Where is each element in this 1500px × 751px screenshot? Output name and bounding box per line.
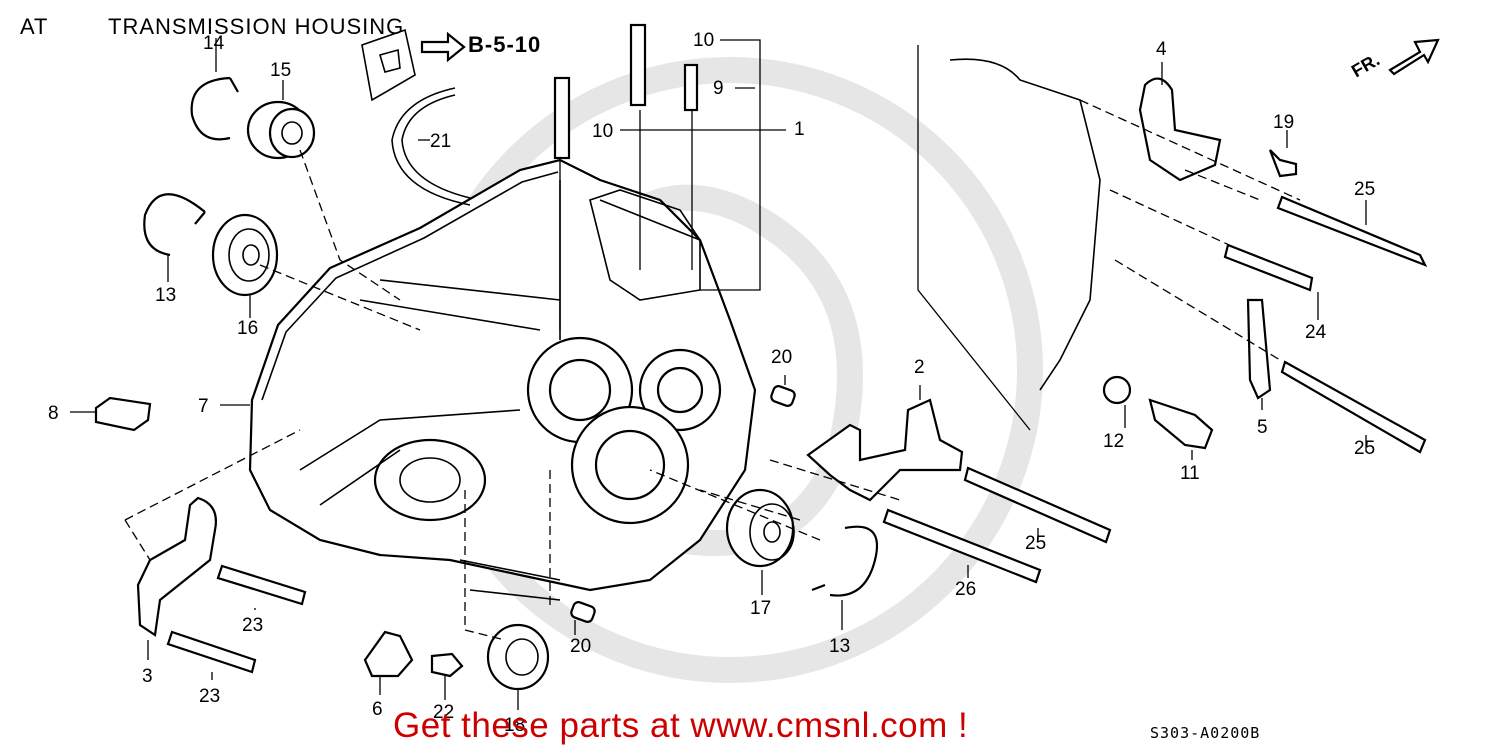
callout-13-right: 13 [829, 636, 851, 657]
oil-seal-part-18 [486, 623, 550, 691]
callout-9: 9 [713, 78, 724, 99]
callout-26: 26 [955, 579, 977, 600]
leader-lines [70, 38, 1367, 710]
callout-10-upper: 10 [693, 30, 715, 51]
page-title: TRANSMISSION HOUSING [108, 14, 405, 39]
callout-25-lower-right: 25 [1354, 438, 1376, 459]
transmission-housing-part-7 [248, 158, 757, 601]
bolt-part-23-lower [166, 630, 257, 674]
callout-12: 12 [1103, 431, 1125, 452]
cross-reference-label: B-5-10 [468, 32, 542, 57]
callout-16: 16 [237, 318, 259, 339]
callout-21: 21 [430, 131, 452, 152]
callout-17: 17 [750, 598, 772, 619]
callout-25-upper: 25 [1354, 179, 1376, 200]
callout-15: 15 [270, 60, 292, 81]
promo-link[interactable]: Get these parts at www.cmsnl.com ! [393, 706, 969, 745]
callout-20-lower: 20 [570, 636, 592, 657]
diagram-code: S303-A0200B [1150, 724, 1261, 742]
front-direction-arrow-icon [1388, 38, 1440, 76]
reference-arrow-icon [420, 31, 466, 63]
bearing-part-17 [725, 488, 795, 568]
clip-icon [361, 28, 416, 102]
bolt-part-23-upper [216, 564, 307, 606]
bracket-part-6 [363, 630, 414, 678]
bearing-part-15 [246, 100, 316, 160]
callout-14: 14 [203, 33, 225, 54]
flange-bolts-part-24-25-26 [882, 195, 1428, 584]
callout-23-upper: 23 [242, 615, 264, 636]
section-code: AT [20, 14, 49, 39]
bracket-part-3 [136, 496, 217, 637]
callout-23-lower: 23 [199, 686, 221, 707]
inset-view [917, 45, 1298, 450]
snap-ring-part-13-right [811, 525, 879, 597]
callout-6: 6 [372, 699, 383, 720]
callout-7: 7 [198, 396, 209, 417]
magnet-part-8 [94, 396, 152, 432]
bearing-part-16 [211, 213, 279, 297]
callout-18: 18 [504, 715, 526, 736]
callout-10-lower: 10 [592, 121, 614, 142]
callout-25-lower: 25 [1025, 533, 1047, 554]
callout-13-left: 13 [155, 285, 177, 306]
bolt-part-22 [430, 652, 464, 678]
callout-22: 22 [433, 702, 455, 723]
breather-tube-part-21 [391, 87, 471, 206]
callout-24: 24 [1305, 322, 1327, 343]
callout-2: 2 [914, 357, 925, 378]
callout-4: 4 [1156, 39, 1167, 60]
callout-11: 11 [1180, 463, 1200, 484]
callout-8: 8 [48, 403, 59, 424]
callout-1: 1 [794, 119, 805, 140]
bracket-part-2 [806, 398, 964, 502]
snap-ring-part-13-left [143, 193, 206, 257]
callout-19: 19 [1273, 112, 1295, 133]
callout-3: 3 [142, 666, 153, 687]
snap-ring-part-14 [190, 76, 239, 141]
callout-5: 5 [1257, 417, 1268, 438]
dowel-pin-part-20-lower [570, 601, 596, 623]
dashed-guide-lines [124, 99, 1301, 641]
callout-20-upper: 20 [771, 347, 793, 368]
stud-bolts-part-9-10 [553, 23, 699, 160]
dowel-pin-part-20-upper [770, 385, 796, 407]
